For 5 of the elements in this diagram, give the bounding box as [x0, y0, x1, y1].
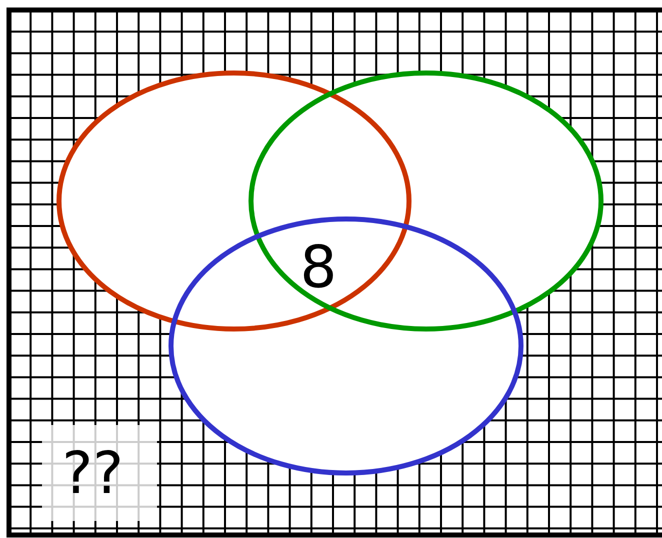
count-label: 8 [300, 238, 337, 296]
set-ellipse [248, 70, 604, 332]
set-ellipse [56, 70, 412, 332]
unknown-label: ?? [62, 444, 124, 502]
set-ellipse [168, 216, 524, 476]
